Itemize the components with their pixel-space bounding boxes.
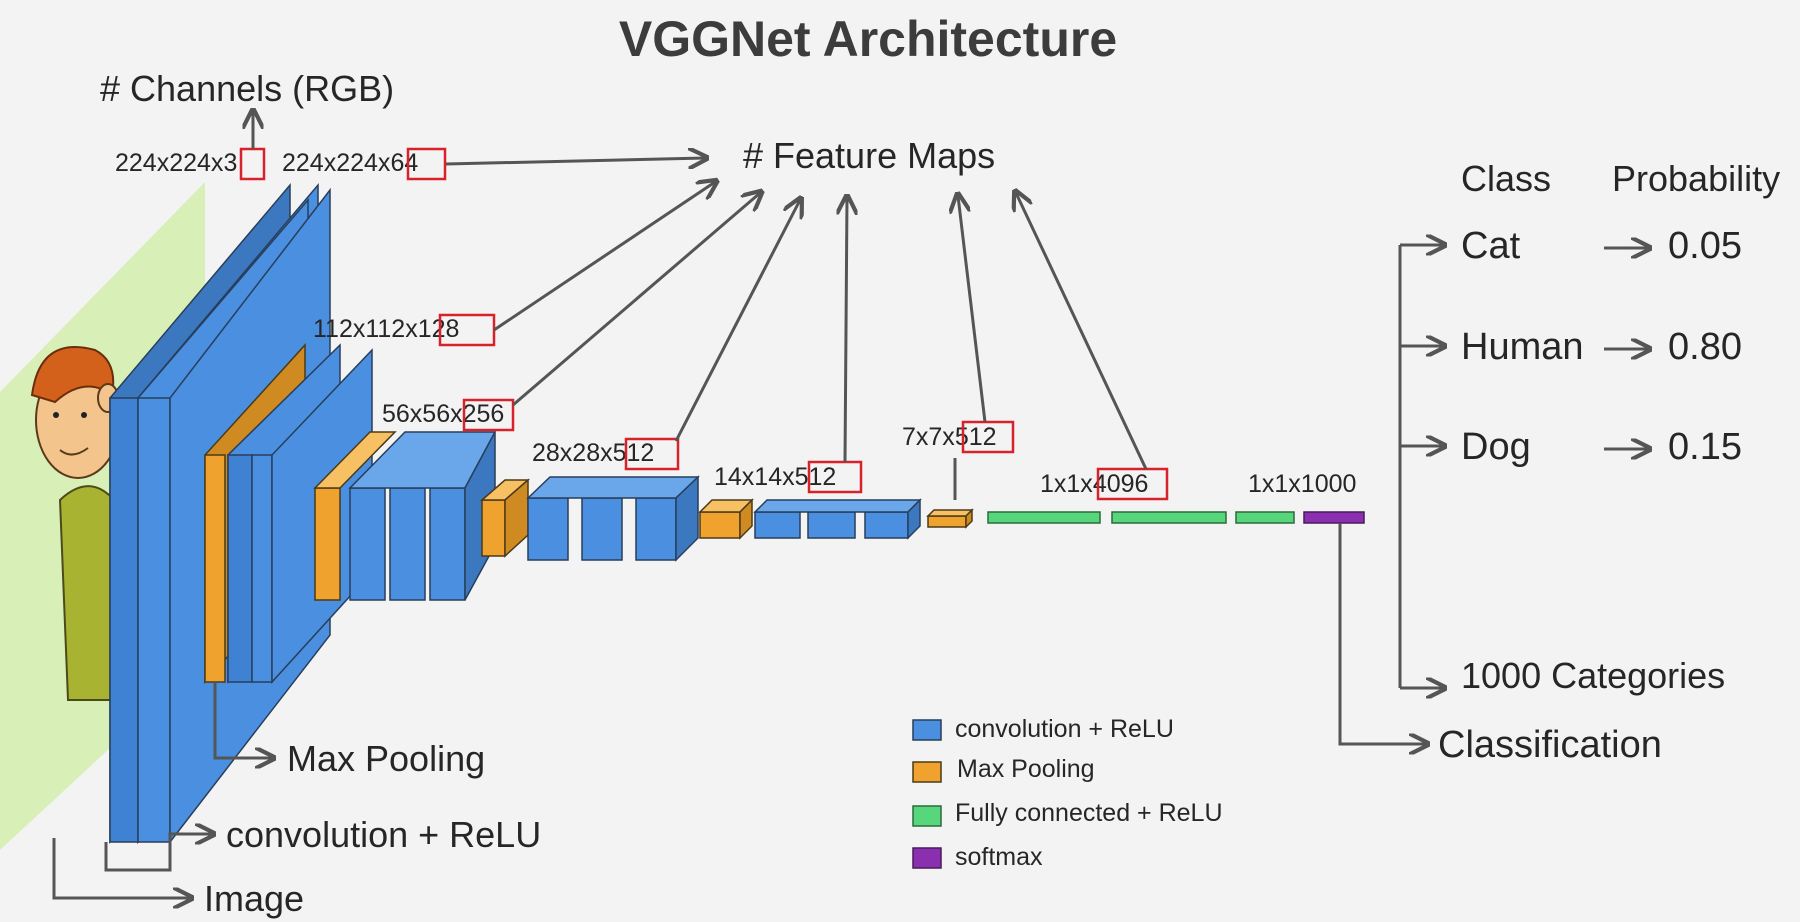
softmax-layer [1303,511,1365,524]
legend-swatch [912,805,942,827]
svg-text:56x56x256: 56x56x256 [382,400,504,428]
class-probability: 0.80 [1668,326,1742,368]
legend: convolution + ReLU Max Pooling Fully con… [912,715,1223,871]
class-header: Class [1461,158,1551,199]
max-pooling-arrow [213,682,272,758]
conv-block-4 [526,475,700,562]
fc-layer-3 [1235,511,1295,524]
svg-text:224x224x3: 224x224x3 [115,149,237,177]
class-probability: 0.05 [1668,225,1742,267]
highlight-box [624,437,680,471]
svg-text:Max Pooling: Max Pooling [957,755,1095,783]
diagram-title: VGGNet Architecture [619,11,1117,67]
highlight-box [807,460,863,494]
class-name: Cat [1461,225,1521,267]
legend-swatch [912,847,942,869]
dim-label-2: 224x224x64 [282,147,447,181]
feature-map-arrows [445,158,1148,500]
classification-label: Classification [1438,724,1662,766]
feature-maps-label: # Feature Maps [743,135,995,176]
fc-layer-2 [1111,511,1227,524]
svg-text:1x1x1000: 1x1x1000 [1248,470,1356,498]
fc-layer-1 [987,511,1101,524]
highlight-box [406,147,447,181]
highlight-box [239,147,266,181]
categories-label: 1000 Categories [1461,655,1725,696]
svg-text:Fully connected + ReLU: Fully connected + ReLU [955,799,1223,827]
conv-relu-label: convolution + ReLU [226,814,541,855]
conv-block-3 [348,431,497,601]
svg-text:convolution + ReLU: convolution + ReLU [955,715,1174,743]
legend-item-pool: Max Pooling [912,755,1095,783]
svg-text:112x112x128: 112x112x128 [313,315,459,343]
svg-text:softmax: softmax [955,843,1043,871]
image-arrow [52,838,190,898]
dim-label-6: 14x14x512 [714,460,863,494]
highlight-box [961,420,1015,454]
dim-label-1: 224x224x3 [115,147,266,181]
svg-text:14x14x512: 14x14x512 [714,463,836,491]
pool-block-3 [479,478,531,558]
highlight-box [1096,467,1169,501]
legend-item-fc: Fully connected + ReLU [912,799,1223,827]
dim-label-8: 1x1x4096 [1040,467,1169,501]
conv-relu-arrow [104,834,212,872]
output-row-human: Human 0.80 [1461,326,1742,368]
svg-text:1x1x4096: 1x1x4096 [1040,470,1148,498]
conv-block-5 [753,498,922,540]
svg-text:28x28x512: 28x28x512 [532,439,654,467]
channels-label: # Channels (RGB) [100,68,394,109]
pool-block-4 [698,498,754,540]
svg-text:7x7x512: 7x7x512 [902,423,997,451]
max-pooling-label: Max Pooling [287,738,485,779]
class-probability: 0.15 [1668,426,1742,468]
class-name: Dog [1461,426,1531,468]
class-name: Human [1461,326,1584,368]
dim-label-9: 1x1x1000 [1248,470,1356,498]
legend-swatch [912,719,942,741]
dim-label-5: 28x28x512 [532,437,680,471]
dim-label-3: 112x112x128 [313,313,496,347]
legend-item-softmax: softmax [912,843,1043,871]
highlight-box [462,398,515,432]
dim-label-7: 7x7x512 [902,420,1015,454]
svg-text:224x224x64: 224x224x64 [282,149,418,177]
pool-block-2 [313,431,397,601]
classification-arrow [1338,523,1426,744]
legend-swatch [912,761,942,783]
legend-item-conv: convolution + ReLU [912,715,1174,743]
probability-header: Probability [1612,158,1780,199]
pool-block-5 [926,508,974,529]
dim-label-4: 56x56x256 [382,398,515,432]
image-label: Image [204,878,304,919]
output-row-dog: Dog 0.15 [1461,426,1742,468]
output-row-cat: Cat 0.05 [1461,225,1742,267]
